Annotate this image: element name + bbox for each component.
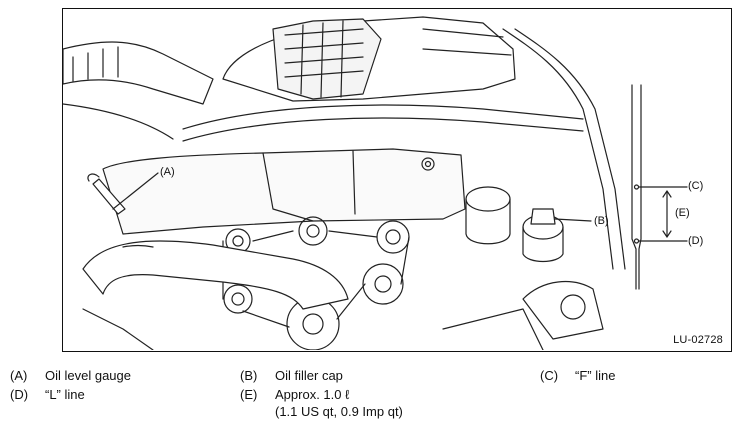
oil-filler-cap-drawing xyxy=(465,186,564,263)
right-hoses xyxy=(442,28,626,350)
legend-text: “L” line xyxy=(45,387,85,402)
callout-c: (C) xyxy=(688,180,704,192)
legend-key: (E) xyxy=(240,387,258,402)
callout-e: (E) xyxy=(675,207,690,219)
upper-hose-edge xyxy=(182,117,584,142)
legend-key: (A) xyxy=(10,368,28,383)
leader-b xyxy=(554,218,592,222)
upper-hose xyxy=(182,104,584,130)
leader-a xyxy=(112,172,159,210)
legend-text: Approx. 1.0 ℓ xyxy=(275,387,350,402)
air-duct xyxy=(63,41,214,140)
dipstick-detail xyxy=(631,84,688,290)
legend-key: (C) xyxy=(540,368,559,383)
intake-manifold xyxy=(222,16,516,102)
callout-d: (D) xyxy=(688,235,704,247)
legend-key: (B) xyxy=(240,368,258,383)
figure-code: LU-02728 xyxy=(673,334,723,346)
engine-illustration xyxy=(63,16,688,350)
legend-key: (D) xyxy=(10,387,29,402)
intake-tube xyxy=(82,240,349,350)
callout-b: (B) xyxy=(594,215,609,227)
legend-text: “F” line xyxy=(575,368,616,383)
engine-cover xyxy=(102,148,466,235)
legend-text: Oil filler cap xyxy=(275,368,343,383)
legend: (A) Oil level gauge (B) Oil filler cap (… xyxy=(0,362,739,428)
legend-text-secondary: (1.1 US qt, 0.9 Imp qt) xyxy=(275,404,403,419)
legend-text: Oil level gauge xyxy=(45,368,131,383)
engine-figure: (A) (B) (C) (E) (D) LU-02728 xyxy=(62,8,732,352)
callout-a: (A) xyxy=(160,166,175,178)
